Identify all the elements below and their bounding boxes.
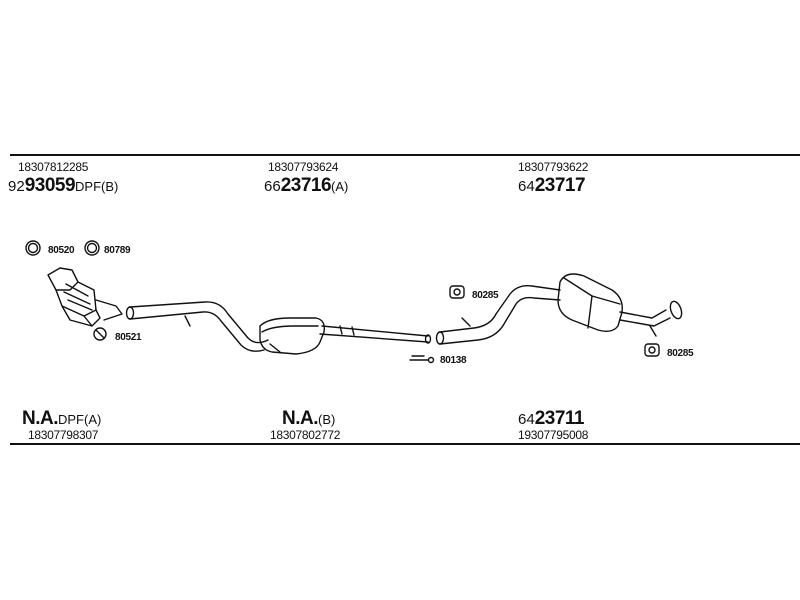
rubber-mount-80285-right — [644, 343, 660, 357]
part-number-5: 18307802772 — [270, 428, 341, 442]
callout-80520: 80520 — [48, 245, 75, 256]
part-ref-6: 6423711 — [518, 408, 584, 429]
part-ref-1: 9293059DPF(B) — [8, 175, 119, 196]
part-number-3: 18307793622 — [518, 160, 589, 174]
bottom-divider-line — [10, 443, 800, 445]
rubber-mount-80285-left — [449, 285, 465, 299]
clamp-80521 — [93, 327, 107, 341]
gasket-ring-80789 — [84, 240, 100, 256]
callout-80138: 80138 — [440, 355, 467, 366]
callout-80285-left: 80285 — [472, 290, 499, 301]
rear-silencer — [557, 273, 623, 333]
part-ref-4: N.A.DPF(A) — [22, 408, 102, 429]
center-muffler — [259, 317, 326, 355]
part-ref-2: 6623716(A) — [264, 175, 349, 196]
callout-80789: 80789 — [104, 245, 131, 256]
part-number-1: 18307812285 — [18, 160, 89, 174]
rear-pipe-23717 — [435, 284, 561, 345]
mid-pipe — [319, 325, 432, 344]
gasket-ring-80520 — [25, 240, 41, 256]
callout-80521: 80521 — [115, 332, 142, 343]
part-number-2: 18307793624 — [268, 160, 339, 174]
part-number-6: 19307795008 — [518, 428, 589, 442]
top-divider-line — [10, 154, 800, 156]
callout-80285-right: 80285 — [667, 348, 694, 359]
part-ref-5: N.A.(B) — [282, 408, 336, 429]
dpf-catalytic-converter — [47, 267, 123, 327]
front-pipe-23716 — [125, 301, 269, 352]
tail-pipe — [619, 300, 683, 337]
hanger-80138 — [409, 355, 435, 364]
part-ref-3: 6423717 — [518, 175, 586, 196]
part-number-4: 18307798307 — [28, 428, 99, 442]
